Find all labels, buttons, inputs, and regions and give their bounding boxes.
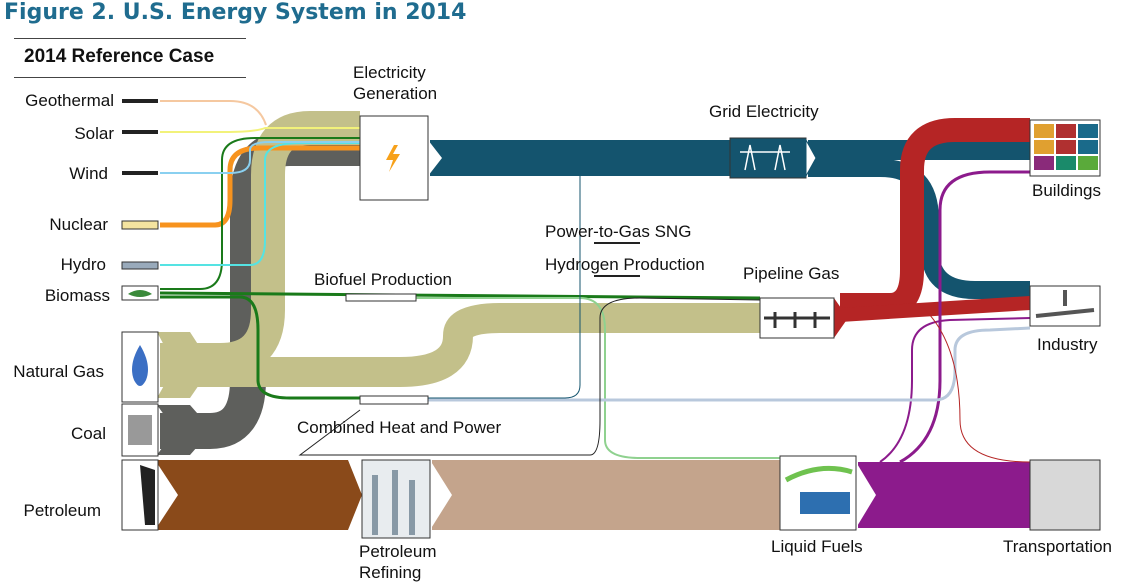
natural-gas-to-pipeline-flow	[160, 303, 760, 387]
biofuel-to-liquid-fuels-flow	[410, 297, 790, 459]
nuclear-icon	[121, 220, 159, 230]
wind-flow	[160, 141, 360, 174]
liquid-fuels-label: Liquid Fuels	[771, 537, 863, 556]
pipeline-arrow	[834, 298, 848, 338]
transportation-label: Transportation	[1003, 537, 1112, 556]
biofuel-production-label: Biofuel Production	[314, 270, 452, 289]
geothermal-label: Geothermal	[25, 91, 114, 110]
transmission-tower-icon	[740, 144, 790, 171]
refining-arrow	[430, 460, 452, 530]
coal-truck-icon	[128, 415, 152, 445]
petroleum-label: Petroleum	[23, 501, 101, 520]
hydro-icon	[121, 261, 159, 270]
liquid-fuels-arrow	[856, 462, 876, 528]
refined-to-liquid-fuels-flow	[432, 460, 780, 530]
wind-icon	[122, 171, 158, 175]
chp-label: Combined Heat and Power	[297, 418, 502, 437]
buildings-icon	[1029, 119, 1101, 177]
buildings-label: Buildings	[1032, 181, 1101, 200]
solar-icon	[122, 130, 158, 134]
solar-flow	[160, 127, 360, 133]
hydro-label: Hydro	[60, 255, 106, 274]
wind-label: Wind	[69, 164, 108, 183]
fuel-truck-icon	[800, 492, 850, 514]
biomass-label: Biomass	[44, 286, 110, 305]
refinery-icon	[372, 470, 415, 535]
petroleum-to-refining-flow	[158, 460, 348, 530]
natural-gas-arrow	[157, 332, 212, 398]
coal-arrow	[157, 405, 212, 455]
solar-label: Solar	[74, 124, 114, 143]
pipeline-to-buildings-flow	[840, 118, 1030, 317]
power-to-gas-label: Power-to-Gas SNG	[545, 222, 692, 241]
case-title: 2014 Reference Case	[24, 46, 215, 67]
hydro-flow	[160, 142, 360, 266]
chp-to-industry-flow	[400, 326, 1031, 402]
chp-box	[359, 395, 429, 405]
gas-station-icon	[784, 465, 853, 483]
grid-electricity-label: Grid Electricity	[709, 102, 819, 121]
grid-arrow	[805, 138, 817, 178]
transportation-icon	[1029, 459, 1101, 531]
geothermal-flow	[160, 100, 267, 126]
power-to-gas-mark	[594, 242, 640, 244]
chp-thin-flow	[298, 297, 761, 456]
petroleum-head	[348, 460, 362, 530]
hydrogen-production-label: Hydrogen Production	[545, 255, 705, 274]
biofuel-production-box	[345, 293, 417, 302]
petroleum-arrow	[155, 460, 178, 530]
grid-to-chp-line	[400, 176, 581, 399]
biomass-to-chp-flow	[160, 295, 360, 400]
liquid-fuels-to-buildings-flow	[899, 170, 1030, 464]
electricity-to-grid-flow	[430, 140, 730, 176]
petroleum-refining-label: Petroleum Refining	[359, 542, 437, 582]
electricity-generation-label: Electricity Generation	[353, 63, 438, 103]
electricity-arrow	[428, 140, 442, 176]
liquid-fuels-to-transport-flow	[858, 462, 1030, 528]
case-title-box: 2014 Reference Case	[14, 38, 246, 78]
industry-to-transport-line	[919, 304, 1031, 463]
gas-flame-icon	[132, 345, 148, 386]
node-layer	[121, 99, 1101, 539]
pipeline-to-industry-flow	[839, 296, 1031, 322]
steel-beam-icon	[1035, 290, 1095, 318]
flow-layer	[155, 100, 1031, 530]
pipeline-gas-label: Pipeline Gas	[743, 264, 840, 283]
geothermal-icon	[122, 99, 158, 103]
coal-label: Coal	[71, 424, 106, 443]
hydrogen-production-mark	[594, 275, 640, 277]
industry-label: Industry	[1037, 335, 1098, 354]
natural-gas-label: Natural Gas	[13, 362, 104, 381]
grid-electricity-box	[729, 137, 807, 179]
figure-title: Figure 2. U.S. Energy System in 2014	[4, 0, 467, 25]
oil-derrick-icon	[140, 465, 155, 525]
liquid-fuels-to-industry-flow	[879, 317, 1031, 463]
biomass-to-electricity-flow	[160, 137, 360, 290]
biomass-to-biofuel-flow	[159, 291, 761, 300]
biomass-leaf-icon	[128, 290, 152, 297]
lightning-icon	[386, 145, 400, 172]
nuclear-label: Nuclear	[49, 215, 108, 234]
pipeline-icon	[764, 312, 830, 328]
